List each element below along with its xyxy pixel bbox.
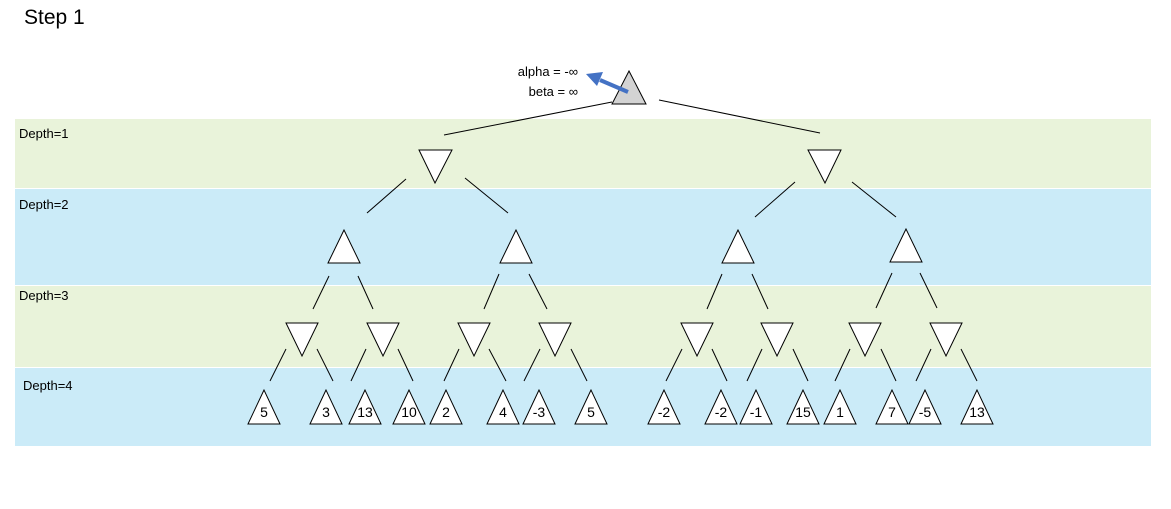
min-node xyxy=(929,322,963,358)
step-title: Step 1 xyxy=(24,6,85,29)
leaf-value: -2 xyxy=(715,404,728,420)
min-node xyxy=(807,149,842,185)
max-node xyxy=(327,228,361,264)
leaf-node xyxy=(823,388,857,425)
leaf-node xyxy=(392,388,426,425)
leaf-node xyxy=(309,388,343,425)
min-node xyxy=(760,322,794,358)
leaf-value: 1 xyxy=(836,404,844,420)
depth-label-3: Depth=3 xyxy=(19,288,69,303)
leaf-node xyxy=(647,388,681,425)
leaf-node xyxy=(960,388,994,425)
leaf-node xyxy=(908,388,942,425)
leaf-value: 10 xyxy=(401,404,417,420)
tree-edges xyxy=(269,99,978,382)
leaf-nodes: 5 3 13 10 2 4 -3 5 -2 -2 -1 15 1 7 -5 13 xyxy=(247,388,994,425)
leaf-node xyxy=(247,388,281,425)
leaf-value: 2 xyxy=(442,404,450,420)
leaf-value: -3 xyxy=(533,404,546,420)
min-node xyxy=(538,322,572,358)
min-node xyxy=(418,149,453,185)
leaf-value: 3 xyxy=(322,404,330,420)
min-node xyxy=(848,322,882,358)
depth-band-1 xyxy=(15,119,1151,188)
arrow-icon xyxy=(586,72,629,94)
leaf-node xyxy=(704,388,738,425)
leaf-node xyxy=(348,388,382,425)
depth-band-3 xyxy=(15,286,1151,367)
min-node xyxy=(366,322,400,358)
min-node xyxy=(285,322,319,358)
depth-label-1: Depth=1 xyxy=(19,126,69,141)
leaf-node xyxy=(739,388,773,425)
leaf-value: -1 xyxy=(750,404,763,420)
leaf-node xyxy=(875,388,909,425)
max-node xyxy=(721,228,755,264)
leaf-value: 5 xyxy=(260,404,268,420)
leaf-value: 13 xyxy=(969,404,985,420)
depth-label-2: Depth=2 xyxy=(19,197,69,212)
leaf-value: 5 xyxy=(587,404,595,420)
max-node xyxy=(889,227,923,263)
leaf-node xyxy=(429,388,463,425)
min-node xyxy=(680,322,714,358)
leaf-value: 13 xyxy=(357,404,373,420)
beta-annotation: beta = ∞ xyxy=(529,84,578,99)
leaf-value: -5 xyxy=(919,404,932,420)
max-node xyxy=(499,228,533,264)
leaf-node xyxy=(786,388,820,425)
leaf-node xyxy=(522,388,556,425)
alpha-annotation: alpha = -∞ xyxy=(518,64,578,79)
leaf-node xyxy=(486,388,520,425)
leaf-value: 7 xyxy=(888,404,896,420)
leaf-value: 4 xyxy=(499,404,507,420)
depth-label-4: Depth=4 xyxy=(23,378,73,393)
leaf-node xyxy=(574,388,608,425)
leaf-value: 15 xyxy=(795,404,811,420)
depth-band-2 xyxy=(15,189,1151,285)
leaf-value: -2 xyxy=(658,404,671,420)
min-node xyxy=(457,322,491,358)
